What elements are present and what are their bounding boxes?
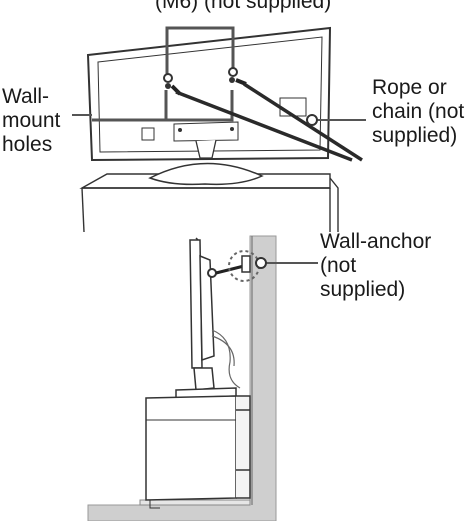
mount-hole-markers: [163, 67, 247, 96]
wall-anchor-line-3: supplied): [320, 278, 405, 301]
rope-label-leader: [306, 114, 366, 126]
rope-or-chain-label: Rope or chain (not supplied): [372, 76, 464, 147]
wall-mount-holes-line-1: Wall-: [2, 85, 49, 108]
wall-anchor-leader: [255, 257, 318, 269]
wall-anchor-line-1: Wall-anchor: [320, 230, 431, 253]
wall-mount-holes-label: Wall- mount holes: [2, 85, 61, 156]
floor-strip: [139, 499, 251, 506]
rope-line-2: chain (not: [372, 100, 464, 123]
cabinet-side: [145, 395, 251, 509]
mount-hole-bracket: [92, 26, 235, 122]
rope-line-1: Rope or: [372, 76, 447, 99]
tv-stand-side: [175, 367, 237, 399]
wall-anchor-line-2: (not: [320, 254, 356, 277]
wall-mount-holes-line-3: holes: [2, 133, 52, 156]
rope-line-3: supplied): [372, 124, 457, 147]
cables: [211, 329, 241, 389]
top-clipped-label: (M6) (not supplied): [155, 0, 331, 13]
wall-anchor-label: Wall-anchor (not supplied): [320, 230, 431, 301]
rope-chain-lines: [175, 82, 363, 162]
tv-side-profile: [189, 237, 215, 369]
wall-mount-holes-line-2: mount: [2, 109, 61, 132]
